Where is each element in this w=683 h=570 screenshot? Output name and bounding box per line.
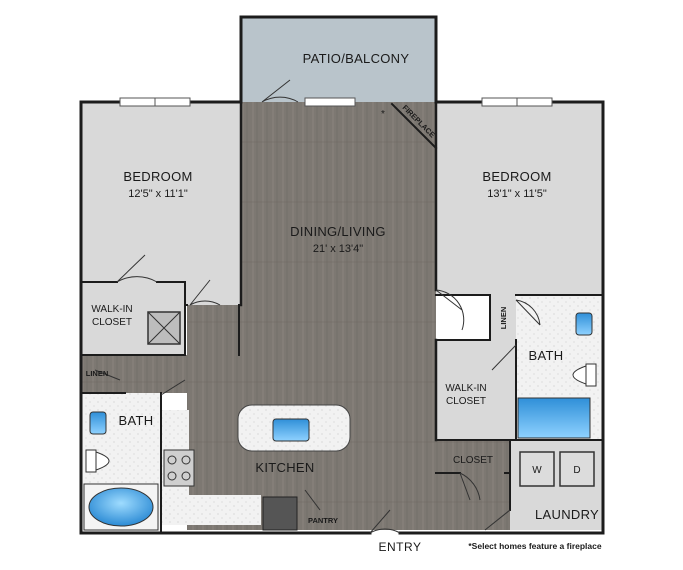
stove — [163, 449, 195, 487]
bath-left-tub — [88, 487, 154, 527]
bath-right-shower — [517, 397, 591, 439]
dryer — [559, 451, 595, 487]
kitchen-sink — [272, 418, 310, 442]
bath-left-toilet — [85, 449, 110, 473]
walkin-left-label-2: CLOSET — [92, 317, 132, 328]
entry-label: ENTRY — [379, 540, 422, 554]
door-entry — [369, 509, 401, 534]
bedroom-left-size: 12'5" x 11'1" — [128, 188, 188, 200]
walkin-right-label-2: CLOSET — [446, 396, 486, 407]
door-walkin-right — [491, 344, 517, 371]
laundry-label: LAUNDRY — [535, 507, 599, 522]
fixtures — [83, 311, 597, 531]
bedroom-left-floor — [81, 102, 241, 305]
doors — [94, 79, 541, 534]
walkin-right-floor — [436, 340, 516, 440]
washer-label: W — [532, 465, 542, 476]
bath-right-sink — [575, 312, 593, 336]
walkin-right-label-1: WALK-IN — [445, 383, 486, 394]
wood-floor-hall — [81, 355, 191, 393]
washer — [519, 451, 555, 487]
kitchen-counter-bottom — [161, 495, 261, 525]
bedroom-right-size: 13'1" x 11'5" — [487, 188, 547, 200]
door-laundry — [484, 509, 511, 531]
window-living — [304, 97, 356, 107]
bedroom-right-label: BEDROOM — [482, 169, 551, 184]
bath-left-label: BATH — [119, 413, 154, 428]
door-patio — [261, 79, 299, 103]
fireplace-asterisk: * — [381, 109, 385, 120]
door-bedroom-left — [189, 279, 221, 306]
linen-right-label: LINEN — [499, 307, 508, 330]
bedroom-left-label: BEDROOM — [123, 169, 192, 184]
dryer-label: D — [573, 465, 580, 476]
walkin-left-label-1: WALK-IN — [91, 304, 132, 315]
dining-living-label: DINING/LIVING — [290, 224, 386, 239]
windows — [119, 97, 553, 107]
door-bath-right — [515, 299, 541, 326]
bath-right-label: BATH — [529, 348, 564, 363]
closet-label: CLOSET — [453, 455, 493, 466]
bedroom-right-floor — [436, 102, 603, 295]
patio-label: PATIO/BALCONY — [303, 51, 410, 66]
bath-left-sink — [89, 411, 107, 435]
refrigerator — [262, 496, 298, 531]
footnote: *Select homes feature a fireplace — [468, 541, 602, 551]
door-closet — [459, 472, 481, 501]
dining-living-size: 21' x 13'4" — [313, 243, 363, 255]
linen-right-floor — [490, 295, 516, 340]
kitchen-label: KITCHEN — [255, 460, 314, 475]
door-bedroom-right — [435, 289, 465, 331]
pantry-label: PANTRY — [308, 516, 338, 525]
bath-right-toilet — [572, 363, 597, 387]
door-walkin-left — [116, 254, 158, 283]
door-linen-left — [94, 369, 121, 381]
door-pantry — [304, 489, 321, 511]
patio-floor — [241, 17, 436, 102]
linen-left-label: LINEN — [86, 369, 109, 378]
door-bath-left — [160, 379, 186, 396]
